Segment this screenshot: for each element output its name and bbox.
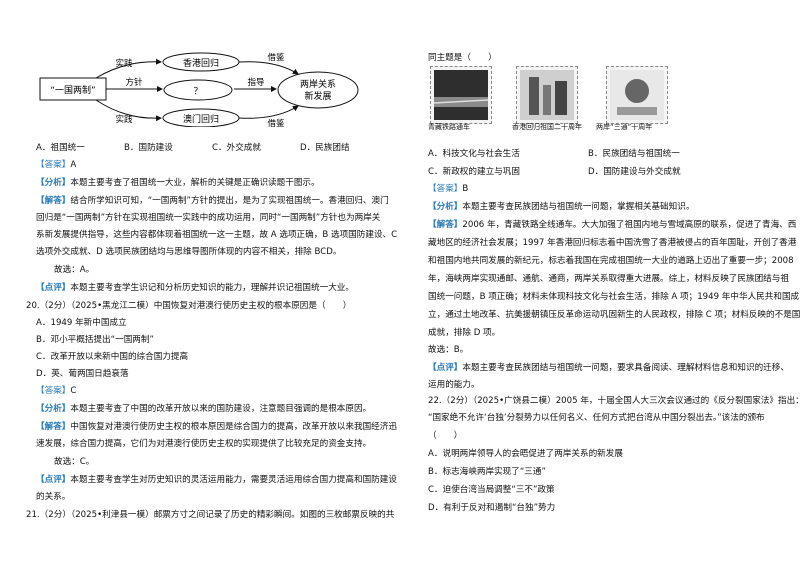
stamp-hongkong [516, 66, 578, 124]
q21-option-a[interactable]: A．科技文化与社会生活 [428, 149, 520, 159]
comment-tag: 【点评】 [36, 283, 71, 293]
q22-option-a[interactable]: A．说明两岸领导人的会晤促进了两岸关系的新发展 [428, 449, 623, 459]
hk-label: 香港回归 [183, 57, 219, 69]
q20-option-d[interactable]: D．英、葡两国日趋衰落 [36, 369, 129, 379]
q20-option-b[interactable]: B．邓小平概括提出“一国两制” [36, 335, 154, 345]
question-oval [163, 79, 233, 101]
q21-explain-1: 【解答】2006 年，青藏铁路全线通车。大大加强了祖国内地与雪域高原的联系，促进… [428, 220, 796, 231]
answer-tag: 【答案】 [428, 184, 463, 194]
comment-text: 本题主要考查学生识记和分析历史知识的能力，理解并识记祖国统一大业。 [70, 283, 354, 293]
q21-choice: 故选：B。 [428, 345, 469, 355]
q21-stem-cont: 同主题是（ ） [428, 53, 497, 63]
q21-answer: 【答案】B [428, 184, 468, 195]
answer-value: C [70, 386, 77, 396]
comment-text: 本题主要考查民族团结与祖国统一问题，要求具备阅读、理解材料信息和知识的迁移、 [462, 363, 789, 373]
q19-explain-3: 系新发展提供指导，这些内容都体现着祖国统一这一主题，故 A 选项正确，B 选项国… [36, 230, 398, 240]
analysis-text: 本题主要考查民族团结与祖国统一问题，掌握相关基础知识。 [462, 202, 695, 212]
explain-text: 中国恢复对港澳行使历史主权的根本原因是综合国力的提高，改革开放以来我国经济迅 [70, 422, 397, 432]
explain-text: 2006 年，青藏铁路全线通车。大大加强了祖国内地与雪域高原的联系，促进了青海、… [462, 220, 797, 230]
q21-option-d[interactable]: D．国防建设与外交成就 [588, 167, 681, 177]
q19-option-c[interactable]: C．外交成就 [212, 143, 261, 153]
q22-stem-3: （ ） [428, 431, 463, 441]
stamp-railway-image [433, 70, 489, 120]
right-label-2: 新发展 [304, 90, 331, 102]
q19-option-d[interactable]: D．民族团结 [300, 143, 350, 153]
q21-comment-2: 运用的能力。 [428, 380, 480, 390]
macau-label: 澳门回归 [183, 113, 219, 125]
q20-stem: 20.（2分）（2025•黑龙江二模）中国恢复对港澳行使历史主权的根本原因是（ … [26, 301, 352, 311]
comment-tag: 【点评】 [428, 363, 463, 373]
analysis-tag: 【分析】 [428, 202, 463, 212]
analysis-tag: 【分析】 [36, 178, 71, 188]
answer-value: B [462, 184, 469, 194]
label-borrow-top: 借鉴 [267, 52, 285, 63]
stamp-caption-hongkong: 香港回归祖国二十周年 [512, 123, 582, 131]
q20-explain-1: 【解答】中国恢复对港澳行使历史主权的根本原因是综合国力的提高，改革开放以来我国经… [36, 422, 397, 433]
q19-comment: 【点评】本题主要考查学生识记和分析历史知识的能力，理解并识记祖国统一大业。 [36, 283, 354, 294]
q20-comment-2: 的关系。 [36, 492, 71, 502]
stamp-caption-three-links: 两岸“三通”十周年 [596, 123, 653, 131]
right-oval [277, 71, 359, 109]
label-policy: 方针 [125, 77, 143, 88]
q21-explain-7: 成就，排除 D 项。 [428, 328, 501, 338]
label-practice-bottom: 实践 [115, 114, 133, 125]
q19-explain-4: 选项外交成就、D 选项民族团结均与思维导图所体现的内容不相关，排除 BCD。 [36, 247, 342, 257]
q21-explain-6: 立，通过土地改革、抗美援朝镇压反革命运动巩固新生的人民政权，排除 C 项；材料反… [428, 310, 800, 320]
q22-option-b[interactable]: B．标志海峡两岸实现了“三通” [428, 467, 546, 477]
stamp-three-links [606, 66, 668, 124]
q22-stem-1: 22.（2分）（2025•广饶县二模）2005 年，十届全国人大三次会议通过的《… [428, 396, 800, 406]
q22-option-c[interactable]: C．迫使台湾当局调整“三不”政策 [428, 485, 555, 495]
stamp-hongkong-image [520, 70, 574, 120]
answer-value: A [70, 160, 77, 170]
q21-stem: 21.（2分）（2025•利津县一模）邮票方寸之间记录了历史的精彩瞬间。如图的三… [26, 510, 395, 520]
center-label: “一国两制” [50, 84, 95, 96]
explain-tag: 【解答】 [36, 196, 71, 206]
q21-analysis: 【分析】本题主要考查民族团结与祖国统一问题，掌握相关基础知识。 [428, 202, 694, 213]
comment-text: 本题主要考查学生对历史知识的灵活运用能力，需要灵活运用综合国力提高和国防建设 [70, 475, 397, 485]
q20-analysis: 【分析】本题主要考查了中国的改革开放以来的国防建设，注意题目强调的是根本原因。 [36, 404, 371, 415]
q21-explain-2: 藏地区的经济社会发展；1997 年香港回归标志着中国洗雪了香港被侵占的百年国耻，… [428, 238, 797, 248]
q21-explain-3: 和祖国内地共同发展的新纪元，标志着我国在完成祖国统一大业的道路上迈出了重要一步；… [428, 256, 794, 266]
explain-text: 结合所学知识可知，“一国两制”方针的提出，是为了实现祖国统一。香港回归、澳门 [70, 196, 389, 206]
label-borrow-bottom: 借鉴 [267, 118, 285, 127]
q19-explain-2: 回归是“一国两制”方针在实现祖国统一实践中的成功运用，同时“一国两制”方针也为两… [36, 213, 381, 223]
explain-tag: 【解答】 [36, 422, 71, 432]
q20-explain-2: 速发展，综合国力提高，它们为对港澳行使历史主权的实现提供了比较充足的资金支持。 [36, 439, 372, 449]
q21-option-b[interactable]: B．民族团结与祖国统一 [588, 149, 680, 159]
q20-option-a[interactable]: A．1949 年新中国成立 [36, 318, 127, 328]
q22-option-d[interactable]: D．有利于反对和遏制“台独”势力 [428, 503, 556, 513]
comment-tag: 【点评】 [36, 475, 71, 485]
right-label-1: 两岸关系 [300, 78, 336, 90]
answer-tag: 【答案】 [36, 386, 71, 396]
stamp-caption-railway: 青藏铁路通车 [428, 123, 470, 131]
q19-analysis: 【分析】本题主要考查了祖国统一大业，解析的关键是正确识读题干图示。 [36, 178, 320, 189]
analysis-text: 本题主要考查了中国的改革开放以来的国防建设，注意题目强调的是根本原因。 [70, 404, 372, 414]
q21-explain-5: 国统一问题，B 项正确；材料未体现科技文化与社会生活，排除 A 项；1949 年… [428, 292, 800, 302]
concept-diagram: “一国两制” 香港回归 ？ 澳门回归 两岸关系 新发展 实践 方针 实践 指导 … [39, 52, 359, 127]
stamp-three-links-image [610, 70, 664, 120]
q19-explain-1: 【解答】结合所学知识可知，“一国两制”方针的提出，是为了实现祖国统一。香港回归、… [36, 196, 389, 207]
stamp-railway [430, 66, 492, 124]
q19-answer: 【答案】A [36, 160, 76, 171]
q22-stem-2: “国家绝不允许‘台独’分裂势力以任何名义、任何方式把台湾从中国分裂出去。”该法的… [428, 413, 765, 423]
analysis-tag: 【分析】 [36, 404, 71, 414]
q19-option-a[interactable]: A．祖国统一 [36, 143, 85, 153]
analysis-text: 本题主要考查了祖国统一大业，解析的关键是正确识读题干图示。 [70, 178, 320, 188]
q20-choice: 故选：C。 [54, 457, 95, 467]
q19-option-b[interactable]: B．国防建设 [124, 143, 173, 153]
q20-option-c[interactable]: C．改革开放以来新中国的综合国力提高 [36, 352, 189, 362]
q21-comment-1: 【点评】本题主要考查民族团结与祖国统一问题，要求具备阅读、理解材料信息和知识的迁… [428, 363, 789, 374]
label-practice-top: 实践 [115, 58, 133, 69]
answer-tag: 【答案】 [36, 160, 71, 170]
question-label: ？ [193, 87, 202, 97]
q21-explain-4: 年，海峡两岸实现通邮、通航、通商，两岸关系取得重大进展。综上，材料反映了民族团结… [428, 274, 789, 284]
q21-option-c[interactable]: C．新政权的建立与巩固 [428, 167, 520, 177]
q19-choice: 故选：A。 [54, 265, 95, 275]
label-guide: 指导 [247, 77, 265, 88]
q20-comment-1: 【点评】本题主要考查学生对历史知识的灵活运用能力，需要灵活运用综合国力提高和国防… [36, 475, 397, 486]
explain-tag: 【解答】 [428, 220, 463, 230]
q20-answer: 【答案】C [36, 386, 76, 397]
